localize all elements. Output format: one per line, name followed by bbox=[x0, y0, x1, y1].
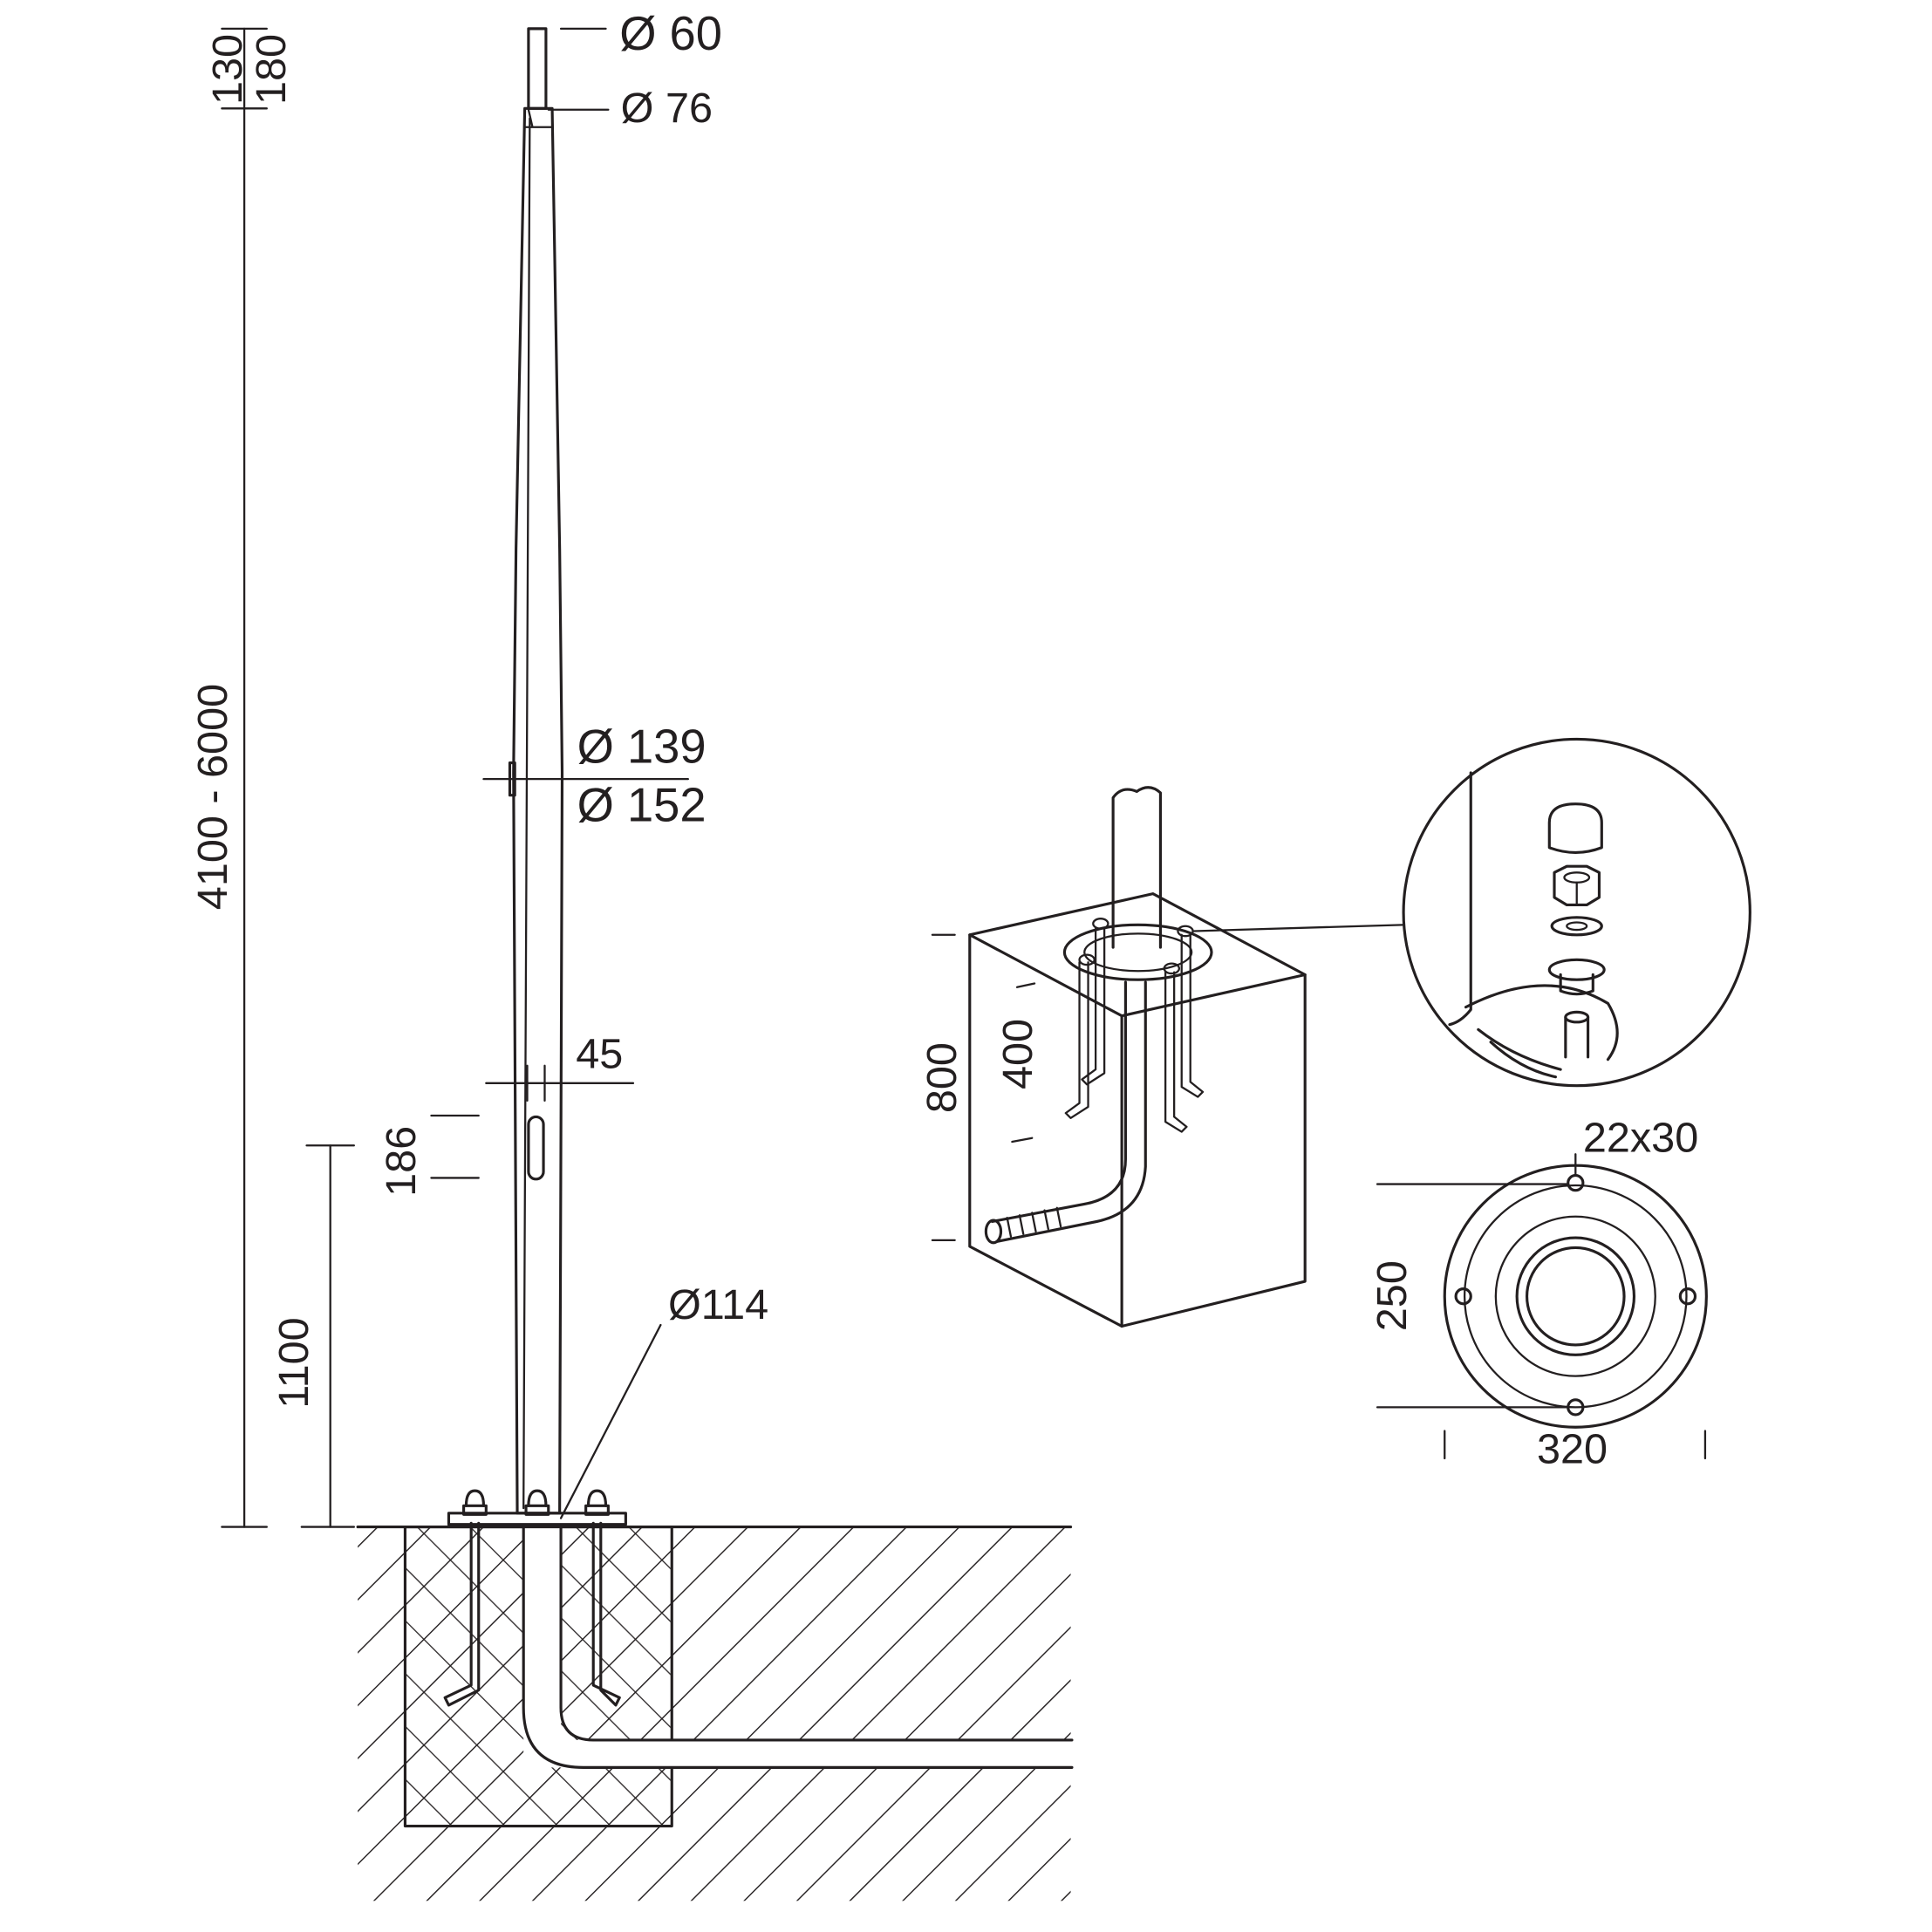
label-d152: Ø 152 bbox=[577, 779, 707, 832]
anchor-bolt-right bbox=[591, 1521, 621, 1707]
pole-taper-line bbox=[522, 117, 531, 1510]
label-h400: 400 bbox=[994, 1019, 1041, 1089]
pole-stub bbox=[1111, 786, 1163, 949]
label-h180: 180 bbox=[248, 34, 295, 105]
iso-bolt-1 bbox=[1064, 961, 1089, 1119]
cap-nut-icon bbox=[1547, 802, 1603, 855]
flange-pipe-inner bbox=[1525, 1246, 1626, 1347]
iso-conduit-rings bbox=[1006, 1206, 1062, 1238]
iso-bolt-3 bbox=[1164, 971, 1188, 1133]
nut-right bbox=[584, 1489, 610, 1516]
cable-duct-horizontal-clear bbox=[536, 1739, 1072, 1768]
elevation-labels: Ø 60 Ø 76 130 180 4100 - 6000 Ø 139 Ø 15… bbox=[189, 7, 768, 1409]
pole-cap-diagonal bbox=[527, 108, 534, 127]
label-flange320: 320 bbox=[1537, 1426, 1608, 1473]
base-plate bbox=[447, 1489, 627, 1526]
pole-spigot bbox=[527, 27, 548, 110]
iso-flange-inner bbox=[1083, 932, 1193, 973]
label-d139: Ø 139 bbox=[577, 720, 707, 774]
flange-ring-1 bbox=[1463, 1184, 1688, 1409]
cable-duct bbox=[522, 1526, 1074, 1769]
cable-duct-clear bbox=[523, 1527, 562, 1765]
pole-shaft bbox=[512, 106, 564, 1515]
detail-pole-wall bbox=[1448, 771, 1472, 1027]
flange-ring-2 bbox=[1494, 1215, 1656, 1377]
label-h130: 130 bbox=[204, 34, 251, 105]
detail-flange bbox=[1464, 984, 1619, 1079]
pole-elevation bbox=[508, 27, 564, 1515]
iso-bolt-4 bbox=[1180, 933, 1205, 1098]
washer-icon bbox=[1550, 916, 1603, 937]
stud-icon bbox=[1564, 1010, 1590, 1059]
label-h1100: 1100 bbox=[270, 1317, 317, 1408]
iso-bolt-2 bbox=[1081, 927, 1106, 1086]
iso-conduit bbox=[990, 980, 1147, 1243]
label-hole: 22x30 bbox=[1583, 1114, 1698, 1161]
label-h186: 186 bbox=[378, 1126, 425, 1197]
label-h-total: 4100 - 6000 bbox=[189, 684, 236, 910]
flange-outer bbox=[1443, 1164, 1708, 1429]
flange-pipe-outer bbox=[1515, 1236, 1636, 1356]
label-d114: Ø114 bbox=[668, 1281, 768, 1328]
iso-conduit-end bbox=[984, 1219, 1003, 1245]
ground-section bbox=[356, 1521, 1074, 1901]
detail-leader bbox=[1192, 924, 1403, 932]
block-outline bbox=[968, 933, 1307, 1328]
bolt-detail-bubble bbox=[1192, 737, 1751, 1088]
nut-center bbox=[524, 1489, 550, 1516]
anchor-bolt-left bbox=[443, 1521, 481, 1707]
block-top bbox=[968, 892, 1307, 977]
nut-left bbox=[462, 1489, 488, 1516]
bolt-hole-bottom bbox=[1567, 1398, 1585, 1417]
label-h800: 800 bbox=[918, 1042, 966, 1113]
service-door bbox=[527, 1115, 545, 1181]
bushing-icon bbox=[1547, 958, 1606, 996]
detail-circle bbox=[1402, 737, 1751, 1088]
label-d60: Ø 60 bbox=[619, 7, 722, 60]
label-d76: Ø 76 bbox=[621, 85, 713, 132]
dimension-lines bbox=[221, 27, 689, 1528]
bolt-hole-left bbox=[1454, 1287, 1472, 1306]
bolt-hole-right bbox=[1678, 1287, 1697, 1306]
bolt-hole-top bbox=[1567, 1174, 1585, 1192]
foundation-block-isometric: 800 400 bbox=[918, 786, 1307, 1328]
flange-plan-view: 22x30 250 320 bbox=[1369, 1114, 1708, 1473]
iso-flange bbox=[1062, 923, 1213, 981]
hex-nut-icon bbox=[1553, 864, 1601, 907]
label-w45: 45 bbox=[576, 1031, 623, 1078]
label-pitch250: 250 bbox=[1369, 1260, 1416, 1331]
